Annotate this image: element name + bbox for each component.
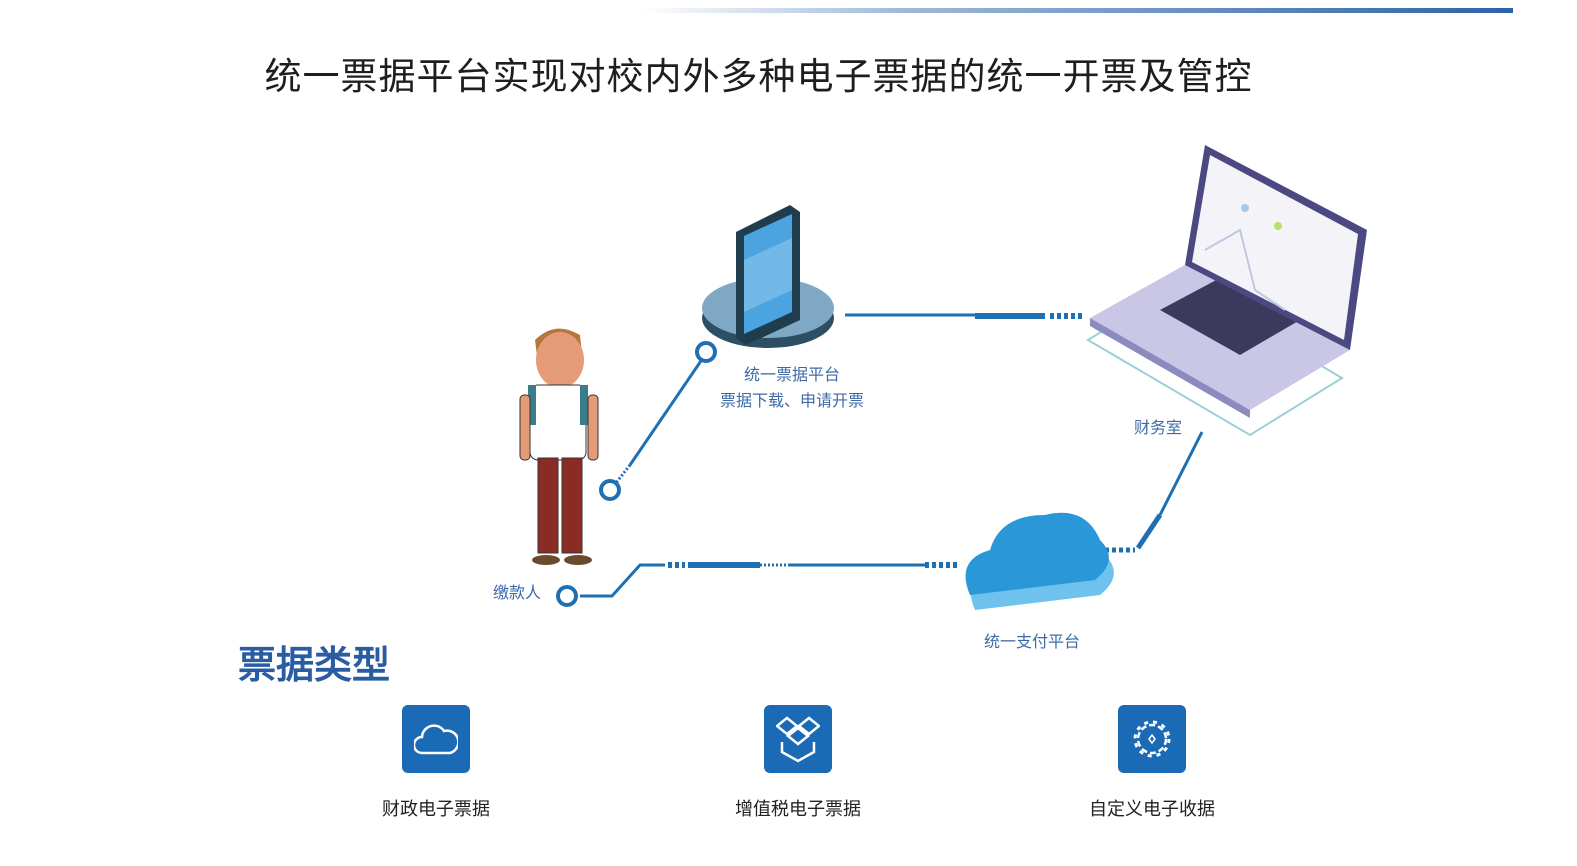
type-label: 增值税电子票据	[735, 799, 861, 820]
page-title: 统一票据平台实现对校内外多种电子票据的统一开票及管控	[264, 55, 1253, 98]
type-custom-receipt: 自定义电子收据	[1052, 705, 1252, 821]
node-markers	[556, 341, 717, 607]
platform-name-label: 统一票据平台	[743, 365, 840, 384]
type-fiscal-invoice: 财政电子票据	[336, 705, 536, 821]
payment-cloud-illustration	[965, 512, 1114, 610]
box-icon	[764, 705, 832, 773]
type-vat-invoice: 增值税电子票据	[698, 705, 898, 821]
payment-platform-label: 统一支付平台	[983, 632, 1080, 651]
cloud-icon	[402, 705, 470, 773]
top-accent-bar	[640, 8, 1513, 13]
finance-label: 财务室	[1133, 418, 1182, 437]
connector-lines	[580, 313, 1204, 598]
platform-desc-label: 票据下载、申请开票	[719, 391, 864, 410]
payer-label: 缴款人	[492, 583, 541, 602]
gear-icon	[1118, 705, 1186, 773]
section-title: 票据类型	[238, 643, 391, 687]
type-label: 财政电子票据	[382, 799, 490, 820]
phone-illustration	[702, 205, 834, 348]
payer-illustration	[519, 328, 599, 565]
laptop-illustration	[1086, 145, 1367, 437]
type-label: 自定义电子收据	[1089, 799, 1215, 820]
